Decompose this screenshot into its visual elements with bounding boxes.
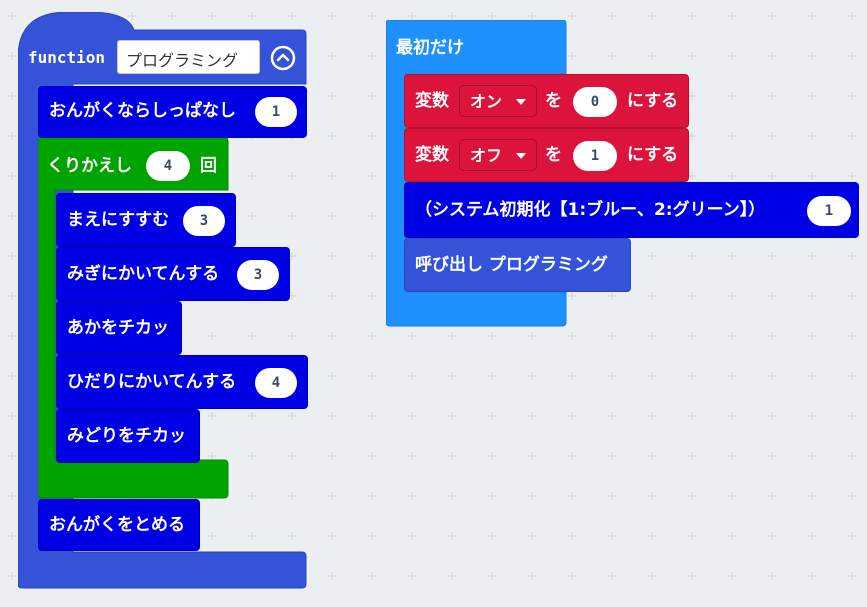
caret-down-icon [516,153,526,159]
green-blink-label: みどりをチカッ [67,426,186,446]
music-forever-block[interactable]: おんがくならしっぱなし 1 [38,86,307,138]
variable-dropdown-off[interactable]: オフ [459,139,537,171]
red-blink-block[interactable]: あかをチカッ [56,301,182,355]
system-init-label: （システム初期化【1:ブルー、2:グリーン】） [415,200,766,220]
set-variable-off-block[interactable]: 変数 オフ を 1 にする [404,128,689,182]
turn-right-label: みぎにかいてんする [67,264,220,284]
forward-value[interactable]: 3 [183,206,225,236]
set-variable-on-block[interactable]: 変数 オン を 0 にする [404,74,689,128]
repeat-suffix: 回 [200,156,217,176]
set-off-middle: を [545,145,562,165]
set-off-value[interactable]: 1 [573,141,617,171]
system-init-value[interactable]: 1 [807,196,851,226]
on-start-label: 最初だけ [396,38,464,58]
variable-dropdown-on[interactable]: オン [459,85,537,117]
function-keyword: function [28,48,106,67]
set-on-prefix: 変数 [415,91,449,111]
stop-music-label: おんがくをとめる [49,515,185,535]
stop-music-block[interactable]: おんがくをとめる [38,499,200,551]
forward-block[interactable]: まえにすすむ 3 [56,193,236,247]
on-start-block-shape[interactable] [386,20,568,328]
music-forever-label: おんがくならしっぱなし [49,101,236,121]
turn-left-label: ひだりにかいてんする [67,372,237,392]
function-name: プログラミング [126,51,239,70]
turn-left-value[interactable]: 4 [255,368,297,398]
variable-name-on: オン [470,92,503,111]
turn-right-value[interactable]: 3 [237,260,279,290]
set-off-suffix: にする [627,145,679,165]
green-blink-block[interactable]: みどりをチカッ [56,409,200,463]
call-function-label: 呼び出し プログラミング [415,255,608,275]
system-init-block[interactable]: （システム初期化【1:ブルー、2:グリーン】） 1 [404,182,859,238]
call-function-block[interactable]: 呼び出し プログラミング [404,238,631,292]
set-on-middle: を [545,91,562,111]
red-blink-label: あかをチカッ [67,318,169,338]
music-forever-value[interactable]: 1 [255,97,297,127]
chevron-up-circle-icon[interactable] [270,45,296,71]
set-off-prefix: 変数 [415,145,449,165]
function-name-field[interactable]: プログラミング [117,40,260,74]
turn-right-block[interactable]: みぎにかいてんする 3 [56,247,290,301]
set-on-value[interactable]: 0 [573,87,617,117]
forward-label: まえにすすむ [67,210,170,230]
variable-name-off: オフ [470,146,503,165]
caret-down-icon [516,99,526,105]
repeat-label: くりかえし [47,156,132,176]
turn-left-block[interactable]: ひだりにかいてんする 4 [56,355,308,409]
set-on-suffix: にする [627,91,679,111]
repeat-count[interactable]: 4 [146,151,190,181]
